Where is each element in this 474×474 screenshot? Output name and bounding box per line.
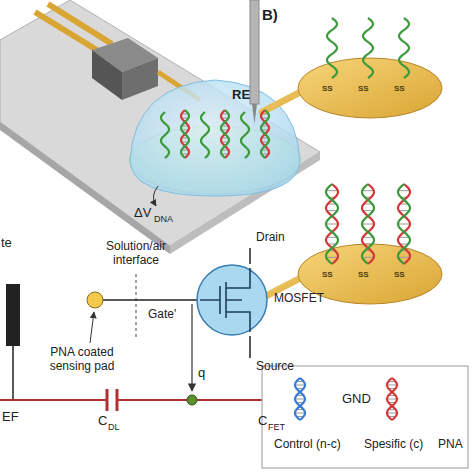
legend-box	[262, 366, 468, 468]
base-pair	[362, 224, 374, 225]
base-pair	[398, 190, 410, 191]
label: SS	[358, 270, 369, 279]
dna-double-strand	[221, 110, 229, 158]
dna-double-strand	[362, 184, 374, 264]
pna-strand	[399, 18, 409, 78]
base-pair	[295, 413, 305, 414]
wire	[103, 299, 200, 301]
legend-sample	[295, 378, 305, 420]
gold-trace	[35, 4, 112, 52]
pna-strand	[363, 18, 373, 78]
dna-double-strand	[181, 110, 189, 158]
label: DL	[108, 422, 120, 432]
label: PNA	[438, 438, 463, 452]
dna-double-strand	[398, 184, 410, 264]
label: C	[258, 414, 267, 429]
base-pair	[398, 257, 410, 258]
base-pair	[387, 399, 397, 400]
pna-strand	[327, 18, 337, 78]
strand	[261, 110, 269, 158]
charge-node	[187, 395, 197, 405]
label: Gate'	[148, 308, 176, 322]
strand	[295, 378, 305, 420]
charge-arrow	[191, 304, 192, 391]
strand	[181, 110, 189, 158]
transistor-box	[122, 58, 158, 100]
strand	[295, 378, 305, 420]
base-pair	[326, 224, 338, 225]
droplet	[130, 80, 300, 196]
leader-arrow	[153, 186, 158, 206]
interface-line	[136, 274, 137, 338]
strand	[221, 110, 229, 158]
label: SS	[322, 84, 333, 93]
label: FET	[268, 422, 285, 432]
legend-text: Spesific (c)	[364, 438, 423, 452]
base-pair	[295, 399, 305, 400]
strand	[181, 110, 189, 158]
label: B)	[262, 6, 278, 23]
strand	[326, 184, 338, 264]
dna-double-strand	[326, 184, 338, 264]
label: q	[198, 366, 205, 381]
reference-electrode	[250, 0, 259, 104]
leader-arrow	[90, 312, 94, 343]
base-pair	[362, 257, 374, 258]
strand	[326, 184, 338, 264]
transistor-symbol	[200, 268, 250, 332]
legend-sample	[387, 378, 397, 420]
chip-plate	[0, 0, 320, 246]
label: PNA coated sensing pad	[34, 346, 130, 374]
mosfet-circle: MOSFET	[196, 264, 268, 336]
label: Drain	[256, 231, 285, 245]
base-pair	[398, 224, 410, 225]
strand	[362, 184, 374, 264]
transistor-box	[92, 50, 122, 100]
label: SS	[358, 84, 369, 93]
wire	[12, 346, 14, 400]
base-pair	[326, 190, 338, 191]
strand	[398, 184, 410, 264]
legend-text: Control (n-c)	[274, 438, 341, 452]
base-pair	[387, 385, 397, 386]
node-text: MOSFET	[274, 292, 324, 306]
strand	[362, 184, 374, 264]
reference-electrode-symbol	[6, 284, 20, 346]
label: RE	[232, 88, 250, 103]
mosfet-outline	[197, 265, 267, 335]
sensing-pad-dot	[87, 292, 103, 308]
strand	[387, 378, 397, 420]
strand	[261, 110, 269, 158]
label: C	[98, 414, 107, 429]
label: SS	[394, 270, 405, 279]
strand	[398, 184, 410, 264]
base-pair	[362, 190, 374, 191]
pna-strand	[161, 112, 169, 158]
label: Solution/air interface	[96, 240, 176, 268]
reference-electrode	[252, 104, 257, 124]
strand	[221, 110, 229, 158]
pna-strand	[241, 112, 249, 158]
mosfet-symbol	[196, 264, 268, 336]
label: SS	[322, 270, 333, 279]
strand	[387, 378, 397, 420]
base-pair	[387, 413, 397, 414]
label: te	[1, 236, 12, 251]
label: ΔV	[134, 206, 151, 221]
label: EF	[2, 410, 19, 425]
capacitor-symbol	[107, 389, 277, 411]
pna-strand	[201, 112, 209, 158]
base-pair	[295, 385, 305, 386]
base-pair	[326, 257, 338, 258]
label: GND	[342, 392, 371, 407]
label: DNA	[154, 214, 173, 224]
label: Source	[256, 360, 294, 374]
dna-double-strand	[261, 110, 269, 158]
label: SS	[394, 84, 405, 93]
